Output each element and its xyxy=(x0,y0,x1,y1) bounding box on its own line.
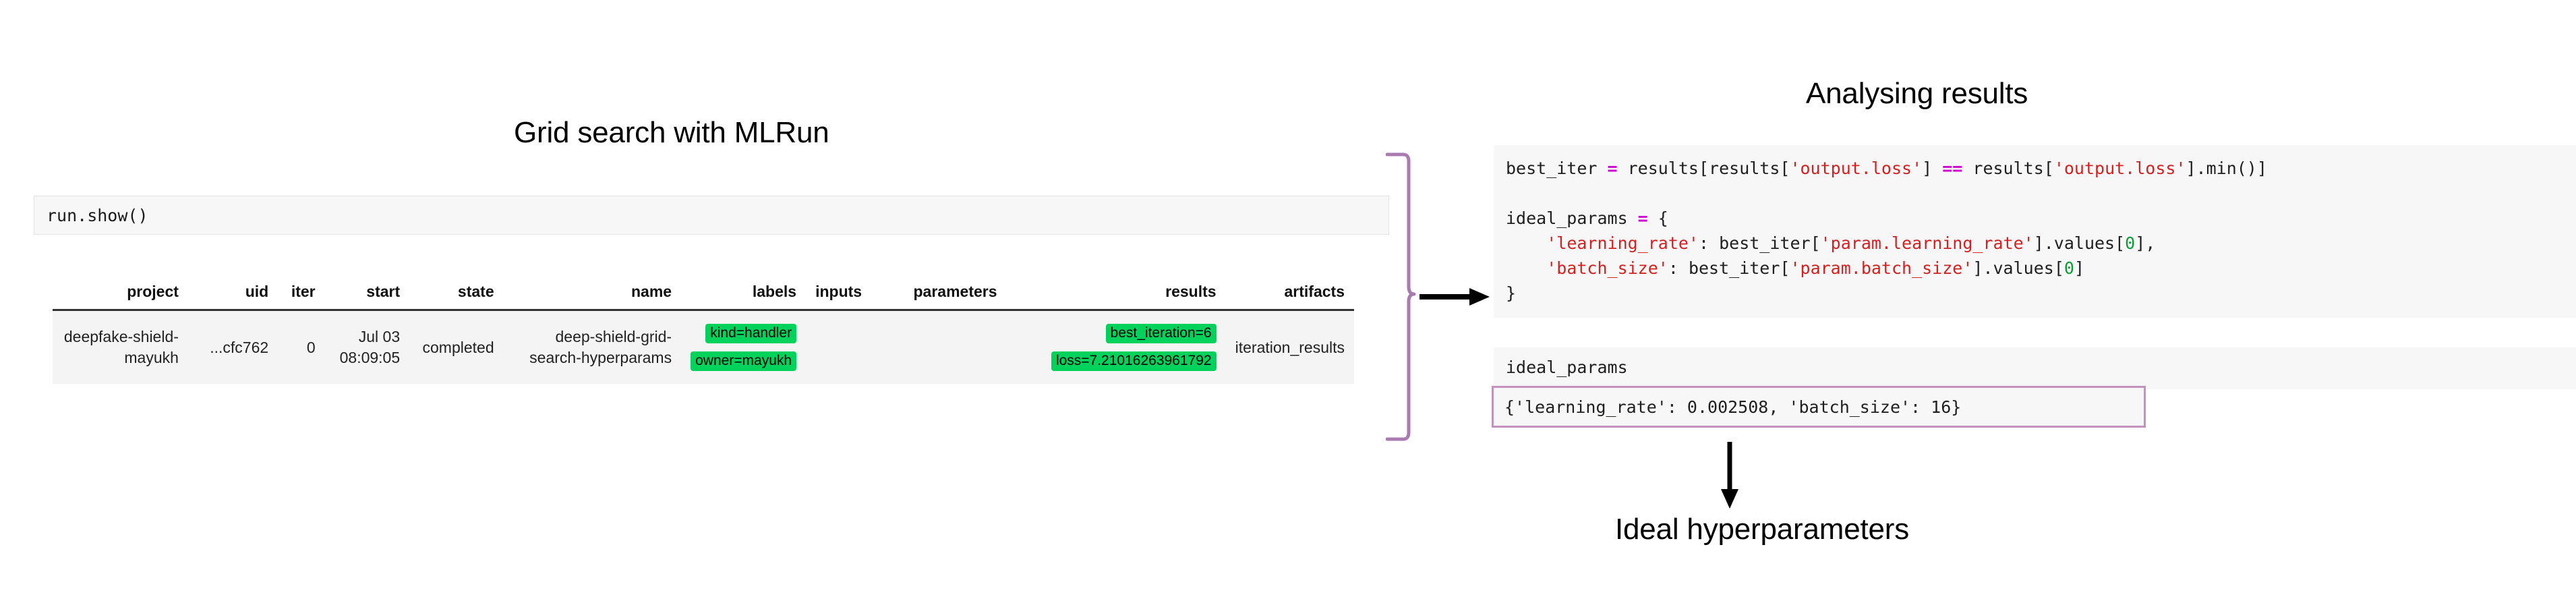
code-line-5: } xyxy=(1506,283,1517,303)
arrow-right-icon xyxy=(1419,288,1490,306)
column-header-labels: labels xyxy=(681,280,807,311)
column-header-uid: uid xyxy=(187,280,279,311)
labels-badge-stack: kind=handler owner=mayukh xyxy=(691,322,797,373)
curly-bracket-connector xyxy=(1386,152,1416,441)
run-results-table-container: project uid iter start state name labels… xyxy=(53,280,1354,384)
echo-code-text: ideal_params xyxy=(1506,358,1628,377)
cell-state: completed xyxy=(409,309,504,384)
cell-iter: 0 xyxy=(278,309,325,384)
cell-uid[interactable]: ...cfc762 xyxy=(187,309,279,384)
cell-name: deep-shield-grid-search-hyperparams xyxy=(503,309,682,384)
label-badge-kind: kind=handler xyxy=(705,324,797,343)
column-header-state: state xyxy=(409,280,504,311)
table-body: deepfake-shield-mayukh ...cfc762 0 Jul 0… xyxy=(53,309,1354,384)
table-row[interactable]: deepfake-shield-mayukh ...cfc762 0 Jul 0… xyxy=(53,309,1354,384)
table-header: project uid iter start state name labels… xyxy=(53,280,1354,311)
cell-project: deepfake-shield-mayukh xyxy=(53,309,188,384)
echo-code-cell[interactable]: ideal_params xyxy=(1494,347,2576,390)
notebook-input-cell[interactable]: run.show() xyxy=(34,196,1389,235)
output-result-text: {'learning_rate': 0.002508, 'batch_size'… xyxy=(1504,397,1962,417)
analysis-code-cell[interactable]: best_iter = results[results['output.loss… xyxy=(1494,145,2576,318)
code-line-3: 'learning_rate': best_iter['param.learni… xyxy=(1546,233,2156,253)
arrow-down-icon xyxy=(1721,442,1738,509)
column-header-parameters: parameters xyxy=(871,280,1007,311)
left-section-title: Grid search with MLRun xyxy=(514,116,829,149)
label-badge-owner: owner=mayukh xyxy=(691,351,797,371)
column-header-iter: iter xyxy=(278,280,325,311)
column-header-project: project xyxy=(53,280,188,311)
run-results-table: project uid iter start state name labels… xyxy=(53,280,1354,384)
result-badge-loss: loss=7.21016263961792 xyxy=(1051,351,1217,371)
code-line-2: ideal_params = { xyxy=(1506,208,1668,228)
table-header-row: project uid iter start state name labels… xyxy=(53,280,1354,311)
result-badge-best-iteration: best_iteration=6 xyxy=(1105,324,1217,343)
column-header-name: name xyxy=(503,280,682,311)
column-header-results: results xyxy=(1006,280,1226,311)
analysis-code-text: best_iter = results[results['output.loss… xyxy=(1506,156,2576,306)
right-section-title: Analysing results xyxy=(1806,77,2028,110)
cell-inputs xyxy=(806,309,872,384)
cell-start: Jul 03 08:09:05 xyxy=(324,309,410,384)
results-badge-stack: best_iteration=6 loss=7.21016263961792 xyxy=(1016,322,1217,373)
cell-labels: kind=handler owner=mayukh xyxy=(681,309,807,384)
notebook-input-code: run.show() xyxy=(47,205,148,225)
cell-artifacts[interactable]: iteration_results xyxy=(1225,309,1354,384)
code-line-1: best_iter = results[results['output.loss… xyxy=(1506,159,2267,178)
cell-results: best_iteration=6 loss=7.21016263961792 xyxy=(1006,309,1226,384)
output-result-box: {'learning_rate': 0.002508, 'batch_size'… xyxy=(1492,386,2146,428)
cell-parameters xyxy=(871,309,1007,384)
code-line-4: 'batch_size': best_iter['param.batch_siz… xyxy=(1546,258,2084,278)
column-header-start: start xyxy=(324,280,410,311)
bottom-section-title: Ideal hyperparameters xyxy=(1615,513,1910,546)
column-header-inputs: inputs xyxy=(806,280,872,311)
column-header-artifacts: artifacts xyxy=(1225,280,1354,311)
